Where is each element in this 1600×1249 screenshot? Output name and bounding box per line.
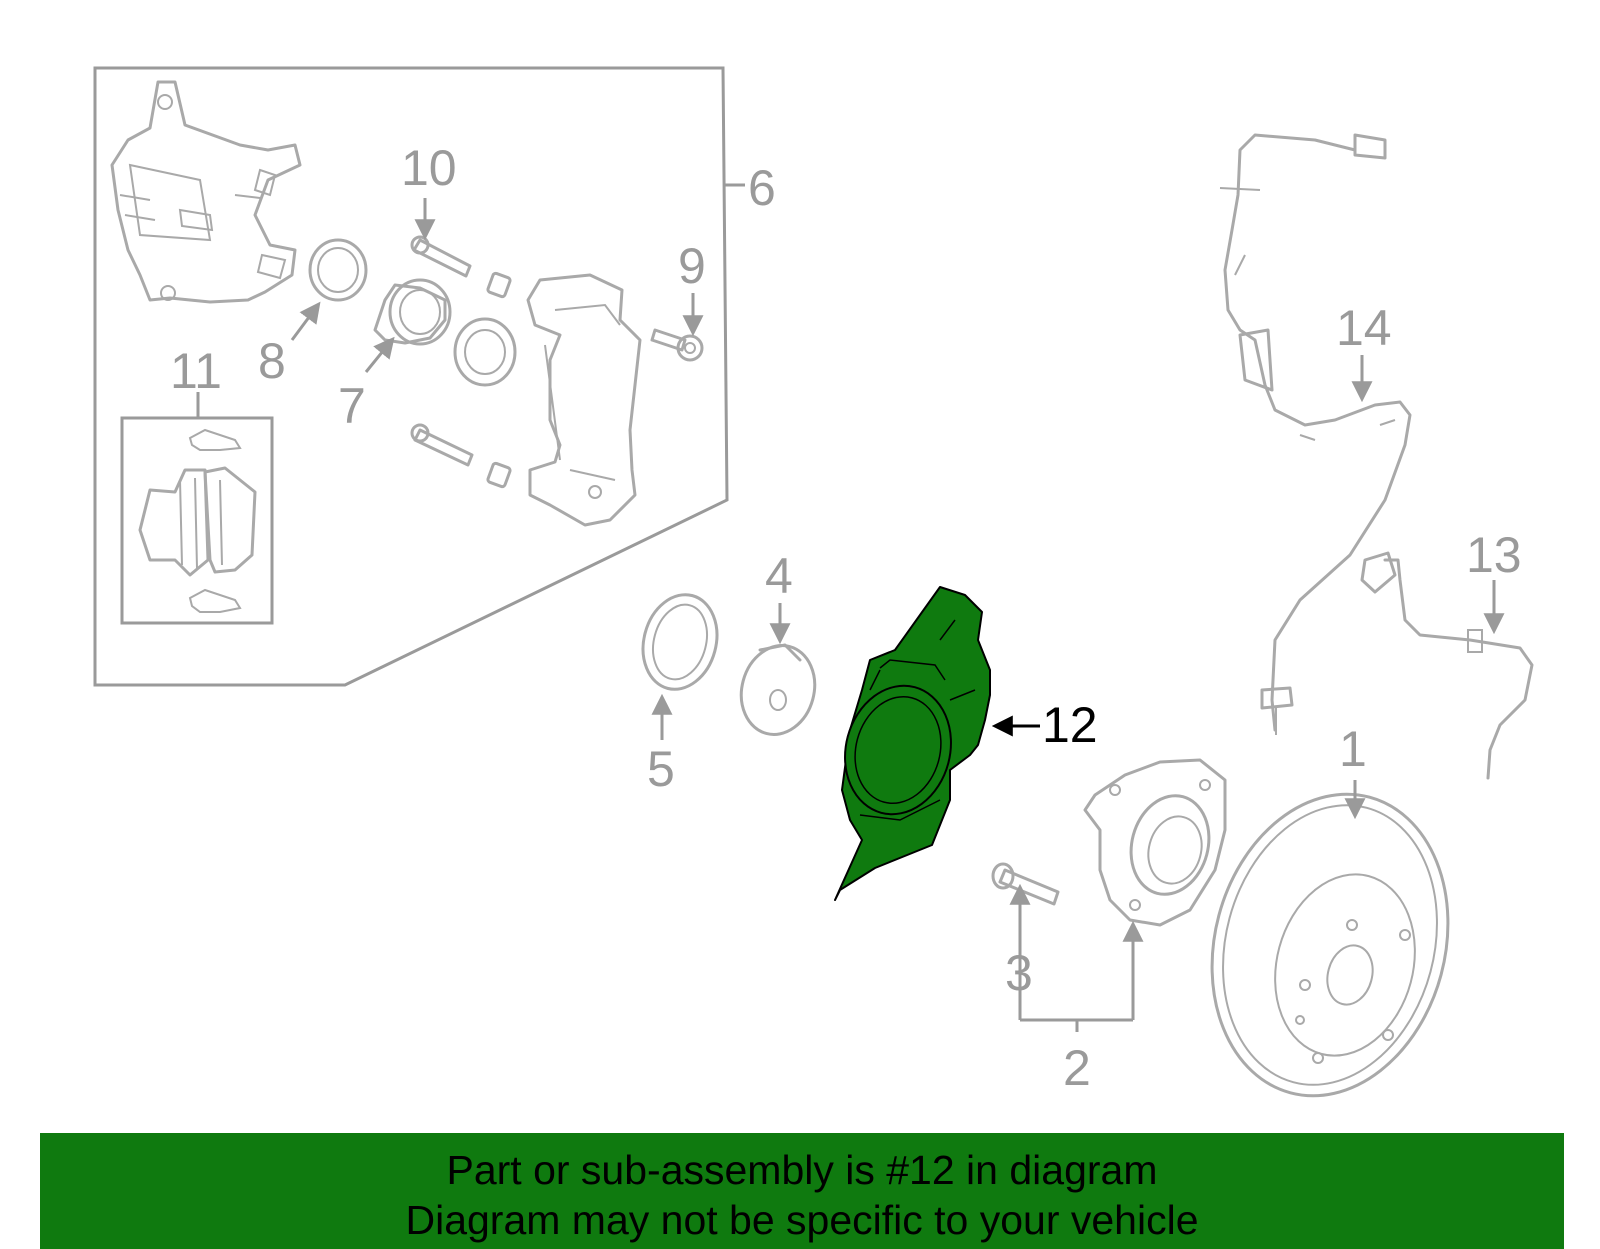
bracket-bolt — [650, 328, 704, 362]
callout-9: 9 — [678, 238, 706, 294]
caliper-bracket — [526, 273, 642, 527]
part-info-banner: Part or sub-assembly is #12 in diagram D… — [40, 1133, 1564, 1249]
pin-bushing-lower — [486, 461, 512, 489]
abs-sensor-harness — [1219, 133, 1412, 735]
guide-pin-upper — [410, 235, 472, 278]
callout-5: 5 — [647, 741, 675, 797]
pad-clip-upper — [188, 428, 242, 451]
callout-1: 1 — [1339, 721, 1367, 777]
parts-diagram: 1 2 3 4 5 6 7 8 9 10 11 12 13 14 — [93, 66, 1534, 1098]
guide-pin-lower — [410, 423, 474, 467]
callout-6: 6 — [748, 160, 776, 216]
banner-line-2: Diagram may not be specific to your vehi… — [405, 1197, 1199, 1243]
callout-10: 10 — [401, 140, 457, 196]
piston — [373, 278, 452, 346]
banner-line-1: Part or sub-assembly is #12 in diagram — [446, 1147, 1158, 1193]
abs-sensor-cable — [1360, 551, 1534, 780]
caliper-housing — [110, 80, 302, 304]
callout-14: 14 — [1336, 300, 1392, 356]
brake-pads — [138, 466, 257, 577]
callout-12: 12 — [1042, 697, 1098, 753]
pad-clip-lower — [188, 588, 242, 613]
callout-13: 13 — [1466, 527, 1522, 583]
caliper-assembly-frame — [93, 66, 729, 687]
callout-3: 3 — [1005, 945, 1033, 1001]
callout-11: 11 — [170, 343, 222, 399]
callout-4: 4 — [765, 548, 793, 604]
hub-bolt — [991, 862, 1060, 906]
pin-bushing-upper — [486, 271, 512, 299]
dust-boot — [453, 317, 517, 387]
wheel-hub — [1083, 758, 1227, 927]
oil-seal — [641, 593, 719, 691]
brake-dust-shield[interactable] — [831, 586, 991, 901]
callout-2: 2 — [1063, 1040, 1091, 1096]
wheel-bearing — [739, 643, 817, 736]
piston-seal — [308, 238, 368, 302]
callout-8: 8 — [258, 333, 286, 389]
brake-rotor — [1210, 792, 1450, 1098]
callout-7: 7 — [338, 378, 366, 434]
